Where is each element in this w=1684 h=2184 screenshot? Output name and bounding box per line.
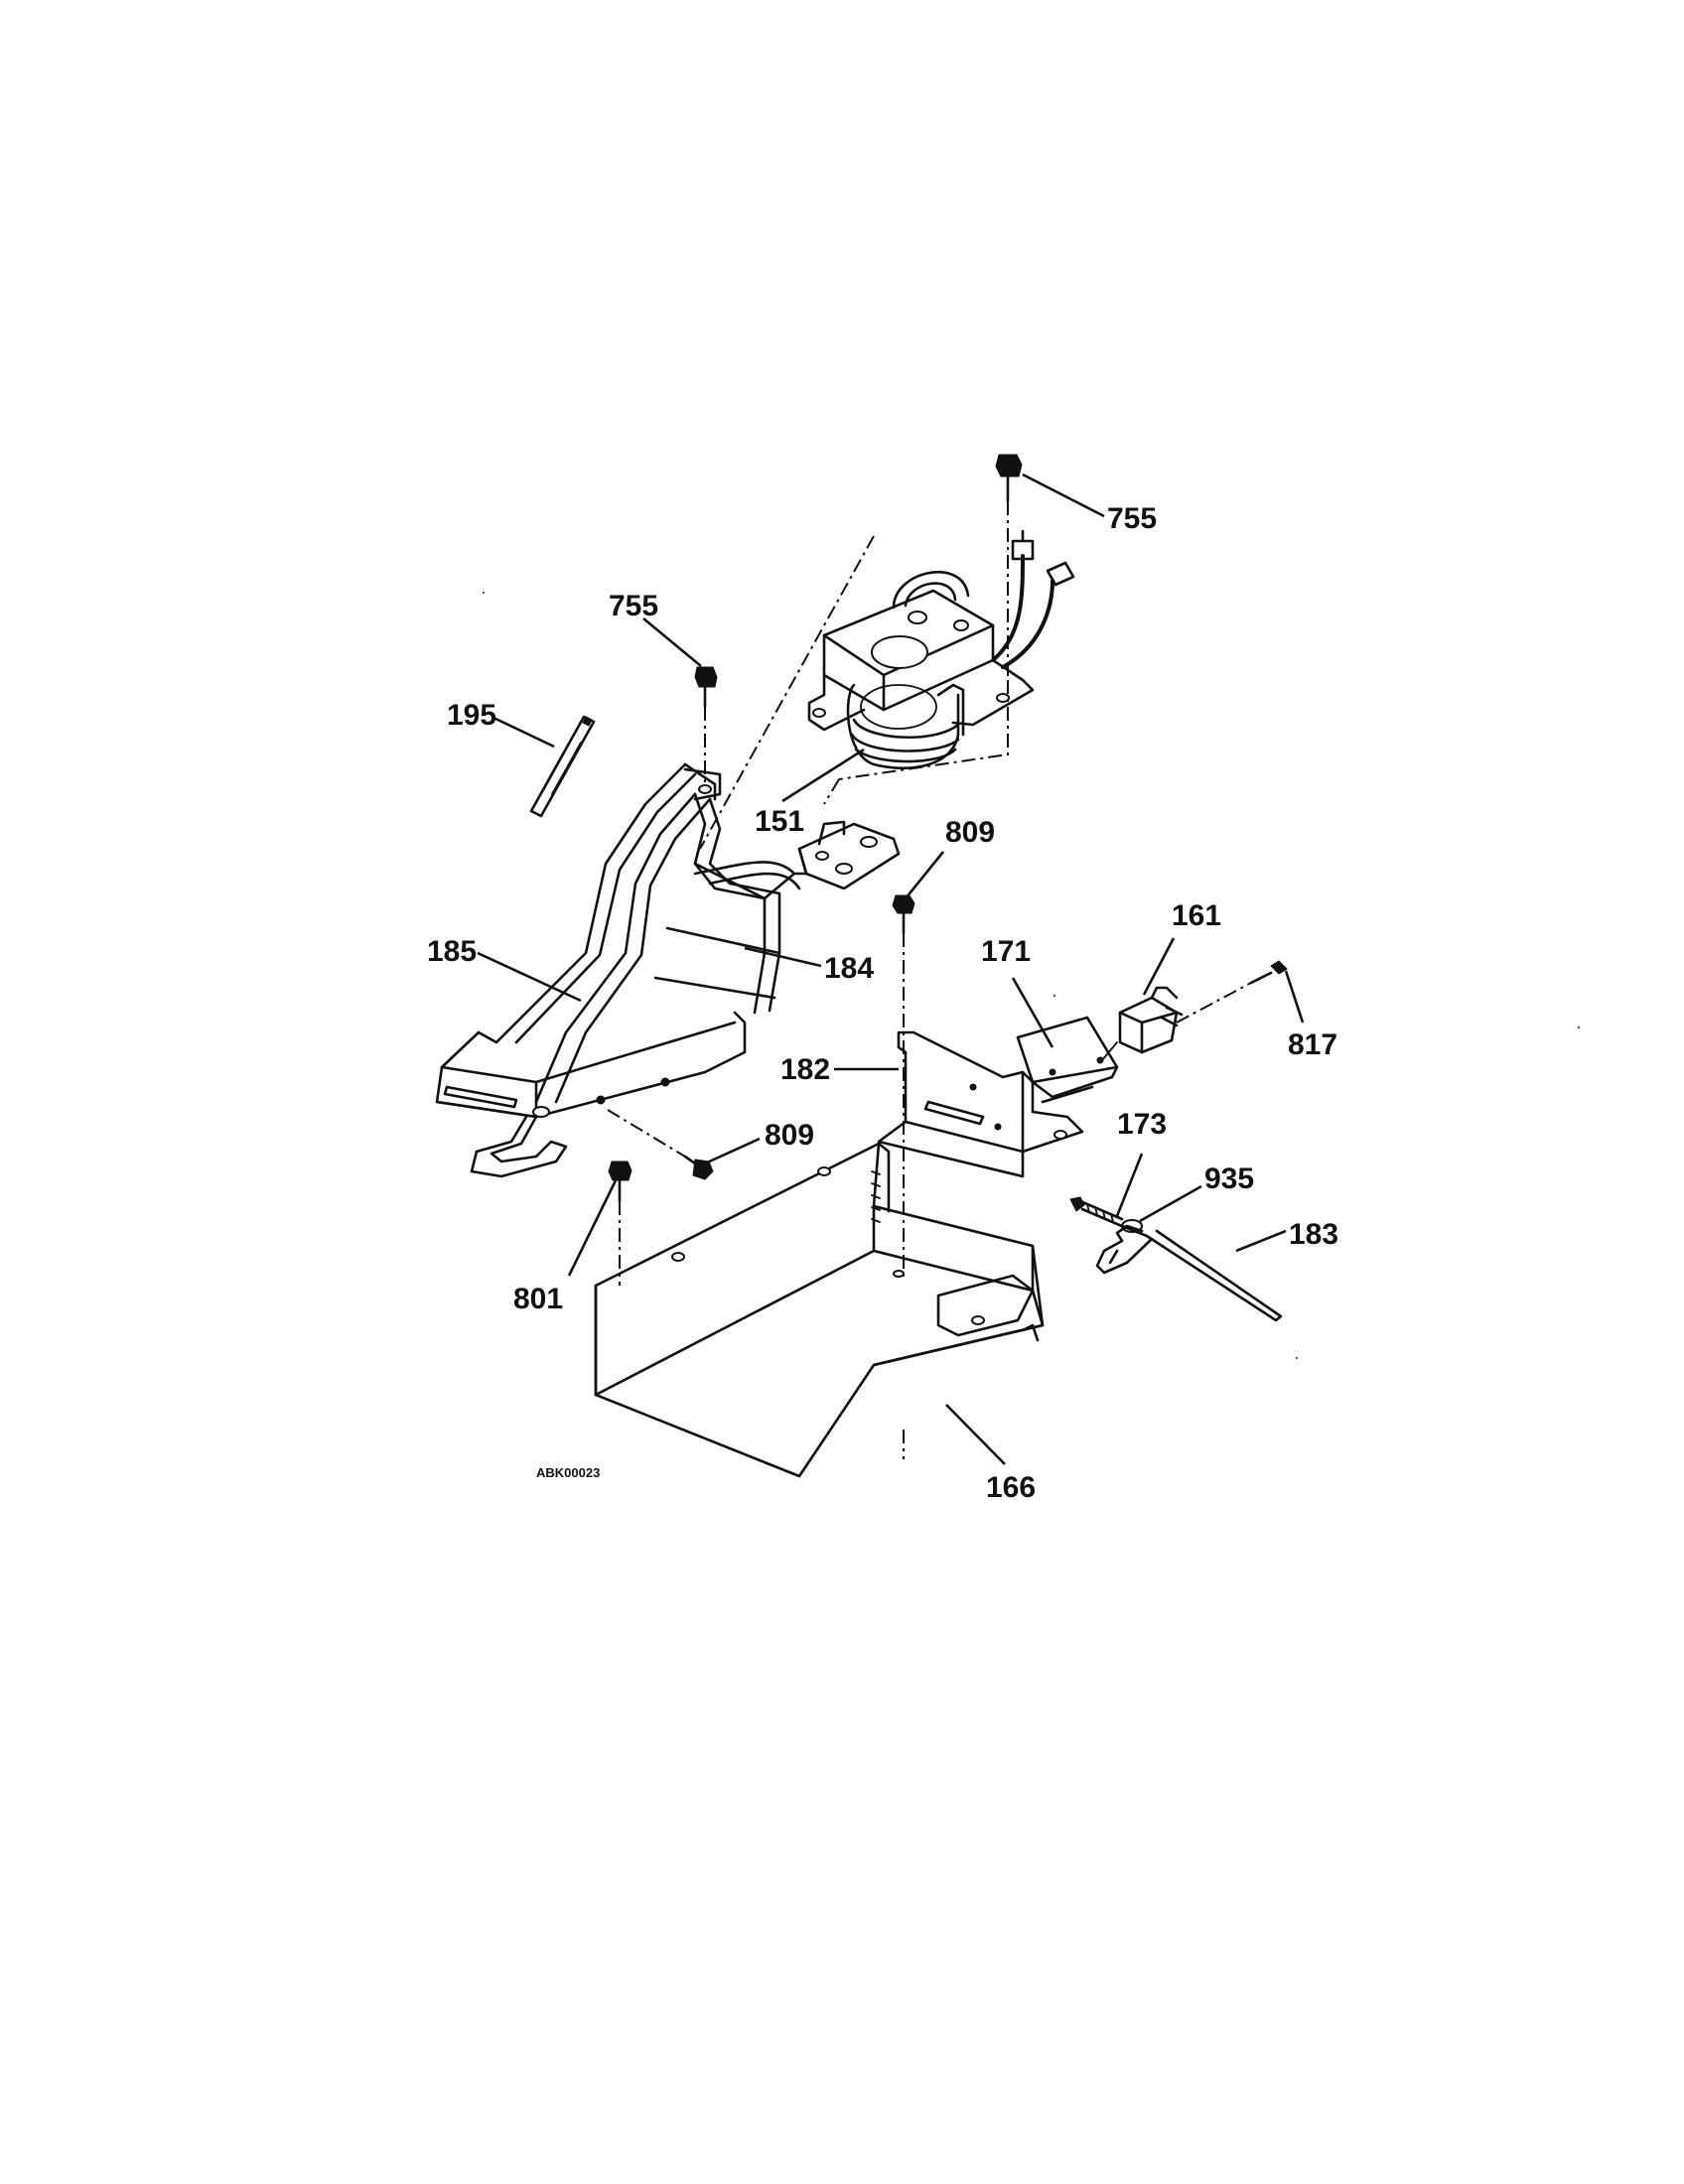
label-171: 171 [981, 935, 1031, 968]
scan-specks [482, 591, 1581, 1360]
label-195: 195 [447, 699, 496, 732]
part-184-bracket [653, 792, 806, 1015]
part-171-plate [1016, 1016, 1119, 1104]
label-182: 182 [780, 1053, 830, 1086]
part-161-switch [1101, 986, 1184, 1061]
leader-lines [477, 473, 1305, 1465]
label-817: 817 [1288, 1028, 1337, 1061]
part-183-rod [1095, 1224, 1283, 1322]
part-labels: 755 755 195 151 809 161 171 185 184 817 … [427, 502, 1338, 1504]
label-151: 151 [755, 805, 804, 838]
part-185-chute [435, 762, 747, 1178]
part-809-screw-lower [607, 1109, 714, 1180]
drawing-code: ABK00023 [536, 1465, 600, 1480]
label-184: 184 [824, 952, 874, 985]
part-195-rod [529, 715, 596, 818]
label-809-lower: 809 [765, 1119, 814, 1152]
label-161: 161 [1172, 899, 1221, 932]
label-166: 166 [986, 1471, 1036, 1504]
part-755-screw-left [694, 666, 718, 789]
motor-mount-plate [797, 820, 901, 890]
part-166-tray [594, 1142, 1045, 1478]
label-755-left: 755 [609, 590, 658, 622]
label-183: 183 [1289, 1218, 1338, 1251]
label-801: 801 [513, 1283, 563, 1315]
label-185: 185 [427, 935, 477, 968]
label-173: 173 [1117, 1108, 1167, 1141]
motor-guide-lines [699, 535, 1009, 850]
part-151-motor [807, 529, 1075, 770]
part-755-screw-top [995, 454, 1023, 680]
part-809-screw-upper [892, 894, 915, 1281]
label-935: 935 [1204, 1162, 1254, 1195]
part-173-screw [1069, 1196, 1126, 1229]
label-755-top: 755 [1107, 502, 1157, 535]
part-182-plate [877, 1030, 1084, 1178]
label-809-upper: 809 [945, 816, 995, 849]
part-801-screw [608, 1160, 632, 1286]
part-817-screw [1176, 960, 1288, 1024]
